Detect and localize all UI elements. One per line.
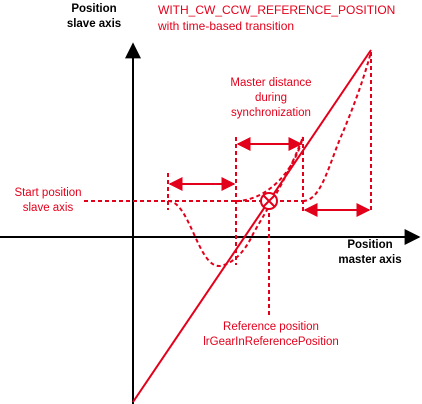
master-distance-line3: synchronization xyxy=(231,107,311,119)
reference-position-circle xyxy=(260,192,278,210)
start-position-line2: slave axis xyxy=(22,202,74,214)
reference-position-line2: lrGearInReferencePosition xyxy=(203,336,339,348)
master-distance-line2: during xyxy=(255,92,287,104)
master-distance-label: Master distance during synchronization xyxy=(218,76,324,121)
start-position-line1: Start position xyxy=(14,187,82,199)
master-distance-line1: Master distance xyxy=(230,77,312,89)
master-gear-line xyxy=(132,49,372,403)
slave-axis-label: Position slave axis xyxy=(56,2,132,32)
reference-position-line1: Reference position xyxy=(223,321,319,333)
ccw-transition-curve xyxy=(235,136,304,202)
master-axis-label-line2: master axis xyxy=(338,254,402,266)
start-position-label: Start position slave axis xyxy=(2,186,94,216)
title-label: WITH_CW_CCW_REFERENCE_POSITION with time… xyxy=(158,2,395,34)
master-axis-label-line1: Position xyxy=(347,239,393,251)
cw-transition-curve xyxy=(167,136,304,268)
title-line1: WITH_CW_CCW_REFERENCE_POSITION xyxy=(158,3,396,17)
slave-axis-label-line1: Position xyxy=(71,3,117,15)
reference-position-label: Reference position lrGearInReferencePosi… xyxy=(196,320,346,350)
slave-axis-label-line2: slave axis xyxy=(66,18,122,30)
master-axis-label: Position master axis xyxy=(330,238,410,268)
ccw-return-curve xyxy=(302,51,372,202)
title-line2: with time-based transition xyxy=(158,19,295,33)
